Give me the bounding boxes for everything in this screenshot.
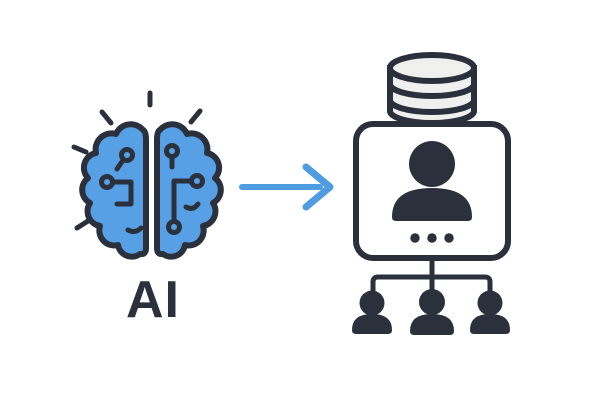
ellipsis-icon bbox=[410, 233, 454, 243]
database-top bbox=[387, 52, 477, 84]
brain-circuit-traces bbox=[99, 143, 205, 235]
circuit-trace bbox=[183, 201, 201, 211]
user-body bbox=[470, 314, 510, 334]
circuit-node bbox=[166, 219, 182, 235]
database-band bbox=[387, 83, 477, 99]
team-user-icon bbox=[352, 290, 392, 334]
ellipsis-dot bbox=[427, 233, 437, 243]
spark-left bbox=[71, 144, 89, 155]
user-head bbox=[409, 141, 455, 187]
team-user-icon bbox=[410, 289, 454, 335]
ellipsis-dot bbox=[410, 233, 420, 243]
user-body bbox=[392, 188, 472, 221]
three-users-icon bbox=[352, 289, 510, 335]
circuit-trace bbox=[125, 225, 144, 235]
user-body bbox=[410, 314, 454, 335]
user-head bbox=[419, 289, 445, 315]
team-user-icon bbox=[470, 290, 510, 334]
brain-right-lobe bbox=[154, 121, 224, 260]
spark-top-left bbox=[99, 109, 114, 126]
ellipsis-dot bbox=[444, 233, 454, 243]
user-head bbox=[477, 290, 503, 316]
connector-branch bbox=[370, 274, 493, 304]
circuit-trace bbox=[110, 179, 134, 207]
user-profile-card-icon bbox=[353, 121, 511, 261]
user-icon bbox=[392, 141, 472, 221]
database-band bbox=[387, 99, 477, 115]
sparks-icon bbox=[71, 90, 203, 231]
user-body bbox=[352, 314, 392, 334]
circuit-trace bbox=[171, 178, 194, 224]
brain-circuit-icon bbox=[79, 121, 224, 260]
ai-label: AI bbox=[126, 271, 180, 329]
spark-bottom-left bbox=[74, 218, 91, 231]
arrow-right-icon bbox=[239, 163, 334, 211]
arrow-head bbox=[302, 163, 334, 211]
brain-left-lobe bbox=[79, 121, 149, 260]
spark-top-right bbox=[188, 108, 203, 125]
user-head bbox=[359, 290, 385, 316]
circuit-trace bbox=[114, 157, 126, 172]
database-icon bbox=[387, 52, 477, 126]
